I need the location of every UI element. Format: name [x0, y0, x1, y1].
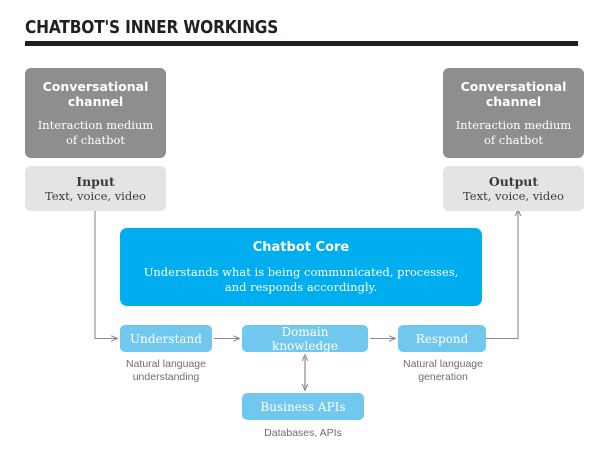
right-conversational-channel-box: Conversational channel Interaction mediu…: [443, 68, 584, 158]
step-understand-box: Understand: [120, 325, 212, 352]
chatbot-core-title: Chatbot Core: [252, 239, 350, 255]
output-box: Output Text, voice, video: [443, 166, 584, 211]
step-business-apis-box: Business APIs: [242, 393, 364, 420]
step-business-apis-label: Business APIs: [260, 399, 346, 414]
step-understand-caption: Natural language understanding: [126, 358, 206, 383]
left-channel-subtitle: Interaction medium of chatbot: [37, 118, 154, 147]
chatbot-core-subtitle: Understands what is being communicated, …: [143, 264, 459, 294]
input-title: Input: [76, 173, 115, 189]
title-rule: [25, 41, 578, 46]
connector-input-to-understand: [94, 208, 117, 339]
step-respond-box: Respond: [398, 325, 486, 352]
step-respond-label: Respond: [415, 331, 469, 346]
connector-respond-to-output: [486, 210, 518, 340]
right-channel-subtitle: Interaction medium of chatbot: [455, 118, 572, 147]
page-title: CHATBOT'S INNER WORKINGS: [25, 18, 279, 38]
right-channel-title: Conversational channel: [460, 79, 567, 109]
input-box: Input Text, voice, video: [25, 166, 166, 211]
title-block: CHATBOT'S INNER WORKINGS: [25, 18, 578, 46]
step-understand-label: Understand: [130, 331, 202, 346]
step-respond-caption: Natural language generation: [403, 358, 483, 383]
output-subtitle: Text, voice, video: [463, 188, 564, 203]
left-channel-title: Conversational channel: [42, 79, 149, 109]
input-subtitle: Text, voice, video: [45, 188, 146, 203]
step-domain-knowledge-label: Domain knowledge: [272, 324, 338, 353]
step-domain-knowledge-box: Domain knowledge: [242, 324, 368, 353]
chatbot-core-box: Chatbot Core Understands what is being c…: [120, 228, 482, 306]
left-conversational-channel-box: Conversational channel Interaction mediu…: [25, 68, 166, 158]
step-business-apis-caption: Databases, APIs: [264, 427, 342, 439]
output-title: Output: [488, 173, 539, 189]
